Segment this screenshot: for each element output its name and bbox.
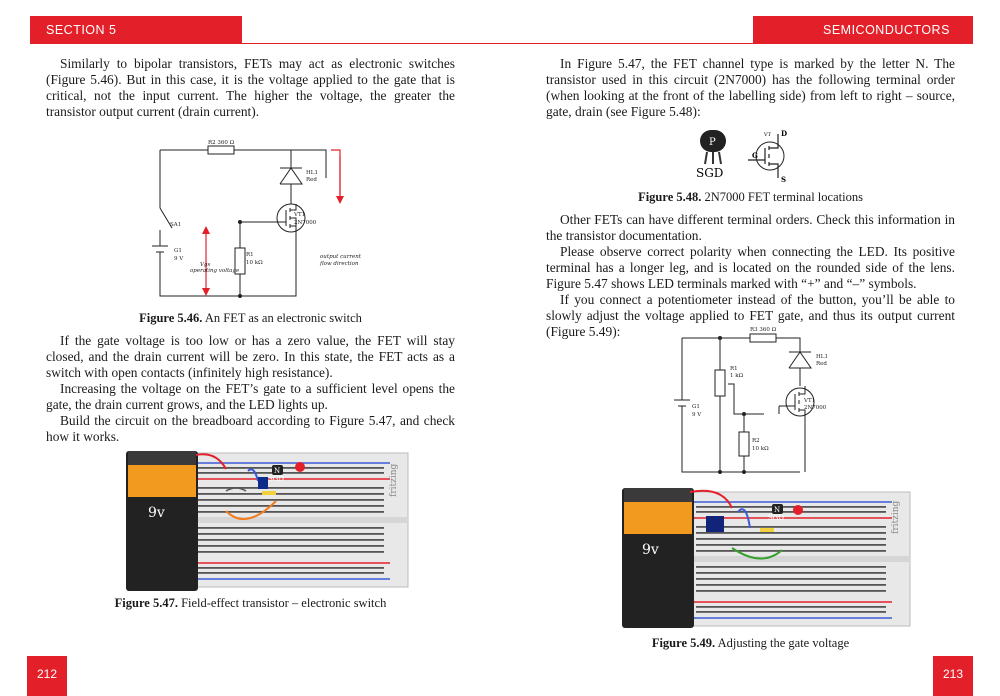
header-rule: [500, 43, 753, 44]
battery-label: 9v: [642, 542, 659, 558]
r1-value: 1 kΩ: [730, 373, 744, 379]
vt1-part: 2N7000: [804, 405, 827, 411]
right-text-top: In Figure 5.47, the FET channel type is …: [546, 56, 955, 120]
transistor-n-label: N: [774, 506, 780, 514]
caption-text: An FET as an electronic switch: [202, 311, 362, 325]
paragraph: Similarly to bipolar transistors, FETs m…: [46, 56, 455, 119]
paragraph: In Figure 5.47, the FET channel type is …: [546, 56, 955, 119]
caption-text: 2N7000 FET terminal locations: [701, 190, 863, 204]
paragraph: If you connect a potentiometer instead o…: [546, 292, 955, 339]
caption-number: Figure 5.46.: [139, 311, 203, 325]
fritzing-logo: fritzing: [389, 463, 399, 497]
figure-caption: Figure 5.46. An FET as an electronic swi…: [46, 311, 455, 326]
flow-label-2: flow direction: [319, 261, 359, 267]
page-number: 213: [933, 656, 973, 696]
r2-value: 10 kΩ: [752, 446, 769, 452]
left-text-bottom: If the gate voltage is too low or has a …: [46, 333, 455, 445]
figure-5-46-schematic: R2 360 Ω HL1 Red VT1 2N7000 SA1 G1 9 V R…: [152, 140, 362, 298]
vt1-label: VT1: [293, 212, 305, 218]
left-page: SECTION 5 Similarly to bipolar transisto…: [27, 16, 500, 696]
vt-label: VT: [763, 132, 772, 138]
hl1-label: HL1: [306, 170, 318, 176]
transistor-n-label: N: [274, 467, 280, 475]
chapter-header: SEMICONDUCTORS: [753, 16, 973, 44]
transistor-p-label: P: [709, 137, 716, 148]
battery-label: 9v: [148, 505, 165, 521]
g1-voltage: 9 V: [174, 256, 184, 262]
g1-label: G1: [692, 404, 700, 410]
paragraph: Build the circuit on the breadboard acco…: [46, 413, 455, 444]
hl1-color: Red: [306, 177, 317, 183]
header-rule: [242, 43, 500, 44]
paragraph: Other FETs can have different terminal o…: [546, 212, 955, 243]
figure-5-49-schematic: R3 360 Ω HL1 Red R1 1 kΩ VT1 2N7000 G1 9…: [674, 327, 828, 474]
hl1-label: HL1: [816, 354, 828, 360]
vt1-part: 2N7000: [294, 220, 317, 226]
sa1-label: SA1: [170, 222, 181, 228]
r1-label: R1: [730, 366, 738, 372]
g1-voltage: 9 V: [692, 412, 702, 418]
vt1-label: VT1: [803, 398, 815, 404]
caption-number: Figure 5.48.: [638, 190, 702, 204]
r2-label: R2: [752, 438, 760, 444]
paragraph: Please observe correct polarity when con…: [546, 244, 955, 291]
vgs-label: Vgs: [200, 262, 210, 268]
paragraph: If the gate voltage is too low or has a …: [46, 333, 455, 380]
r2-label: R2 360 Ω: [208, 140, 235, 146]
flow-label-1: output current: [320, 254, 362, 260]
caption-text: Field-effect transistor – electronic swi…: [177, 596, 387, 610]
figure-5-48-pinout: P SGD VT D G S: [696, 129, 787, 184]
figure-caption: Figure 5.48. 2N7000 FET terminal locatio…: [546, 190, 955, 205]
r1-label: R1: [246, 252, 254, 258]
caption-number: Figure 5.47.: [114, 596, 178, 610]
figure-5-47-breadboard: 9v N SGD fritzing: [126, 451, 410, 591]
vgs-sub: operating voltage: [190, 268, 240, 274]
sgd-label: SGD: [696, 166, 723, 180]
section-header: SECTION 5: [30, 16, 242, 44]
hl1-color: Red: [816, 361, 827, 367]
g1-label: G1: [174, 248, 182, 254]
caption-text: Adjusting the gate voltage: [715, 636, 850, 650]
paragraph: Increasing the voltage on the FET’s gate…: [46, 381, 455, 412]
source-label: S: [781, 175, 786, 184]
drain-label: D: [781, 129, 787, 138]
caption-number: Figure 5.49.: [651, 636, 716, 650]
right-page: In Figure 5.47, the FET channel type is …: [500, 0, 1000, 696]
figure-5-49-breadboard: 9v N SGD fritzing: [622, 488, 912, 628]
figure-caption: Figure 5.49. Adjusting the gate voltage: [546, 636, 955, 651]
gate-label: G: [752, 151, 758, 160]
r1-value: 10 kΩ: [246, 260, 263, 266]
left-text-top: Similarly to bipolar transistors, FETs m…: [46, 56, 455, 120]
fritzing-logo: fritzing: [891, 500, 901, 534]
figure-caption: Figure 5.47. Field-effect transistor – e…: [46, 596, 455, 611]
page-number: 212: [27, 656, 67, 696]
r3-label: R3 360 Ω: [750, 327, 777, 333]
right-text-mid: Other FETs can have different terminal o…: [546, 212, 955, 340]
terminal-labels: SGD: [268, 475, 284, 483]
terminal-labels: SGD: [768, 514, 784, 522]
